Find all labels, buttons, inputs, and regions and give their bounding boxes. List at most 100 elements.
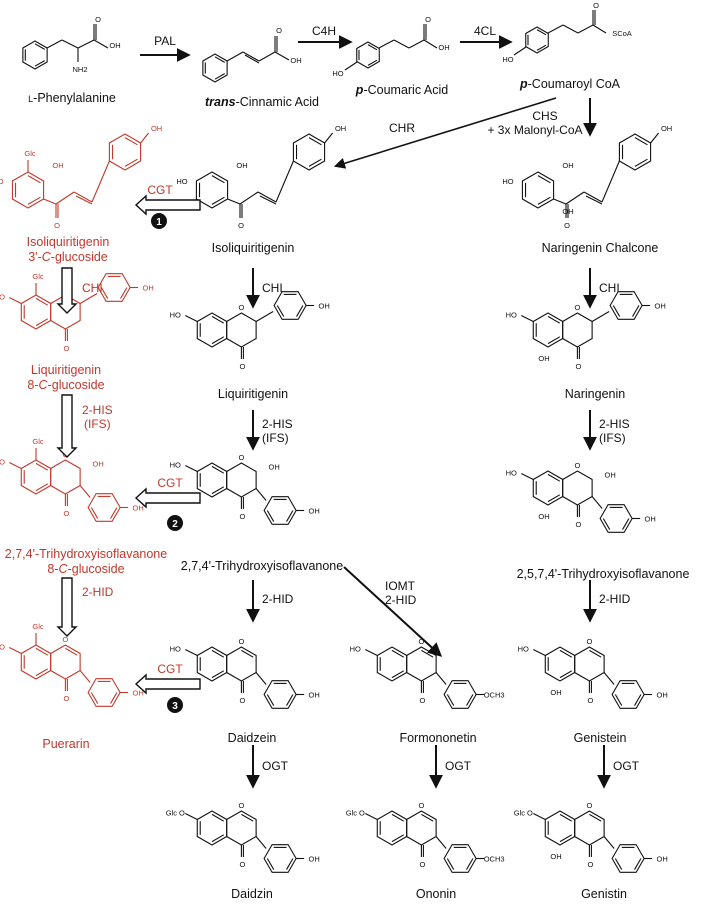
compound-274-trihydroxyisoflavanone: 2,7,4'-Trihydroxyisoflavanone (181, 559, 343, 573)
o-label: O (239, 362, 245, 371)
o-label: O (239, 860, 245, 869)
ho-label: HO (0, 458, 5, 467)
o-label: O (418, 801, 424, 810)
ho-label: HO (0, 177, 4, 186)
o-label: O (574, 461, 580, 470)
oh-label: OH (654, 302, 665, 311)
compound-coumaroyl-coa: p-Coumaroyl CoA (519, 77, 621, 91)
chi-down-arrow-red (56, 267, 78, 314)
o-label: O (238, 221, 244, 230)
compound-naringenin-chalcone: Naringenin Chalcone (542, 241, 659, 255)
enzyme-chi-right: CHI (599, 281, 620, 295)
oh-label: OH (92, 460, 103, 469)
oh-label: OH (132, 504, 143, 513)
arrow-chr (333, 97, 557, 169)
o-label: O (587, 860, 593, 869)
ho-label: Glc O (514, 809, 533, 818)
compound-isoliquiritigenin: Isoliquiritigenin (212, 241, 295, 255)
oh-label: OH (308, 507, 319, 516)
structure-puerarin: OOHOGlcOH (0, 622, 144, 707)
enzyme-hid-red: 2-HID (82, 585, 114, 599)
oh-label: OH (335, 124, 346, 133)
o-label: O (62, 635, 68, 644)
compound-formononetin: Formononetin (399, 731, 476, 745)
o-label: O (238, 801, 244, 810)
compound-trihydroxy-glc-line2: 8-C-glucoside (47, 562, 124, 576)
ho-label: HO (332, 69, 343, 78)
ho-label: HO (502, 55, 513, 64)
o-label: O (586, 801, 592, 810)
o-label: O (238, 637, 244, 646)
hollow-arrows (56, 194, 201, 695)
enzyme-chr: CHR (389, 121, 415, 135)
ho-label: Glc O (346, 809, 365, 818)
o-label: O (239, 696, 245, 705)
oh-label: OH (562, 161, 573, 170)
compound-isoliquiritigenin-glc-line1: Isoliquiritigenin (27, 235, 110, 249)
step-3-badge (167, 697, 183, 713)
compound-daidzin: Daidzin (231, 887, 273, 901)
enzyme-ogt-3: OGT (613, 759, 640, 773)
compound-isoliquiritigenin-glc-line2: 3'-C-glucoside (28, 250, 108, 264)
ho-label: Glc O (166, 809, 185, 818)
oh-label: OH (268, 463, 279, 472)
enzyme-iomt-hid: 2-HID (385, 593, 417, 607)
ho-label: HO (170, 645, 181, 654)
oh-label: OH (290, 56, 301, 65)
enzyme-cgt-3: CGT (157, 662, 183, 676)
enzyme-cgt-2: CGT (157, 476, 183, 490)
enzyme-his-right: 2-HIS (599, 417, 630, 431)
glc-label: Glc (32, 437, 44, 446)
enzyme-his-mid: 2-HIS (262, 417, 293, 431)
arrow-iomt (343, 566, 443, 657)
enzyme-chi-mid: CHI (262, 281, 283, 295)
compound-puerarin: Puerarin (42, 737, 89, 751)
oh-label: OH (656, 855, 667, 864)
step-2-label: 2 (172, 519, 178, 530)
enzyme-cgt-1: CGT (147, 183, 173, 197)
glc-label: Glc (24, 149, 36, 158)
o-label: O (63, 509, 69, 518)
ho-label: HO (506, 311, 517, 320)
o-label: O (418, 637, 424, 646)
o-label: O (419, 860, 425, 869)
oh-label: OH (132, 689, 143, 698)
o-label: O (575, 362, 581, 371)
hid-down-arrow-red (56, 577, 78, 637)
structure-genistin: O O Glc O OH OH (514, 801, 668, 873)
ho-label: HO (0, 643, 5, 652)
ho-label: HO (518, 645, 529, 654)
cgt-arrow-3 (134, 673, 201, 695)
compound-liquiritigenin: Liquiritigenin (218, 387, 288, 401)
oh-label: OH (308, 691, 319, 700)
compound-coumaric-acid: p-Coumaric Acid (355, 83, 448, 97)
enzyme-his-red: 2-HIS (82, 403, 113, 417)
o-label: O (575, 520, 581, 529)
o-label: O (238, 453, 244, 462)
o-label: O (593, 1, 599, 10)
o-label: O (63, 344, 69, 353)
step-1-badge (151, 213, 167, 229)
ho-label: HO (502, 177, 513, 186)
o-label: O (54, 221, 60, 230)
o-label: O (63, 694, 69, 703)
enzyme-iomt: IOMT (385, 579, 416, 593)
ho-label: HO (176, 177, 187, 186)
o-label: O (574, 303, 580, 312)
ho-label: HO (170, 311, 181, 320)
o-label: O (239, 512, 245, 521)
oh-label: OH (550, 852, 561, 861)
o-label: O (586, 637, 592, 646)
enzyme-ogt-1: OGT (262, 759, 289, 773)
compound-daidzein: Daidzein (228, 731, 277, 745)
nh2-label: NH2 (72, 65, 87, 74)
o-label: O (587, 696, 593, 705)
enzyme-hid-mid: 2-HID (262, 592, 294, 606)
o-label: O (425, 15, 431, 24)
oh-label: OH (604, 471, 615, 480)
